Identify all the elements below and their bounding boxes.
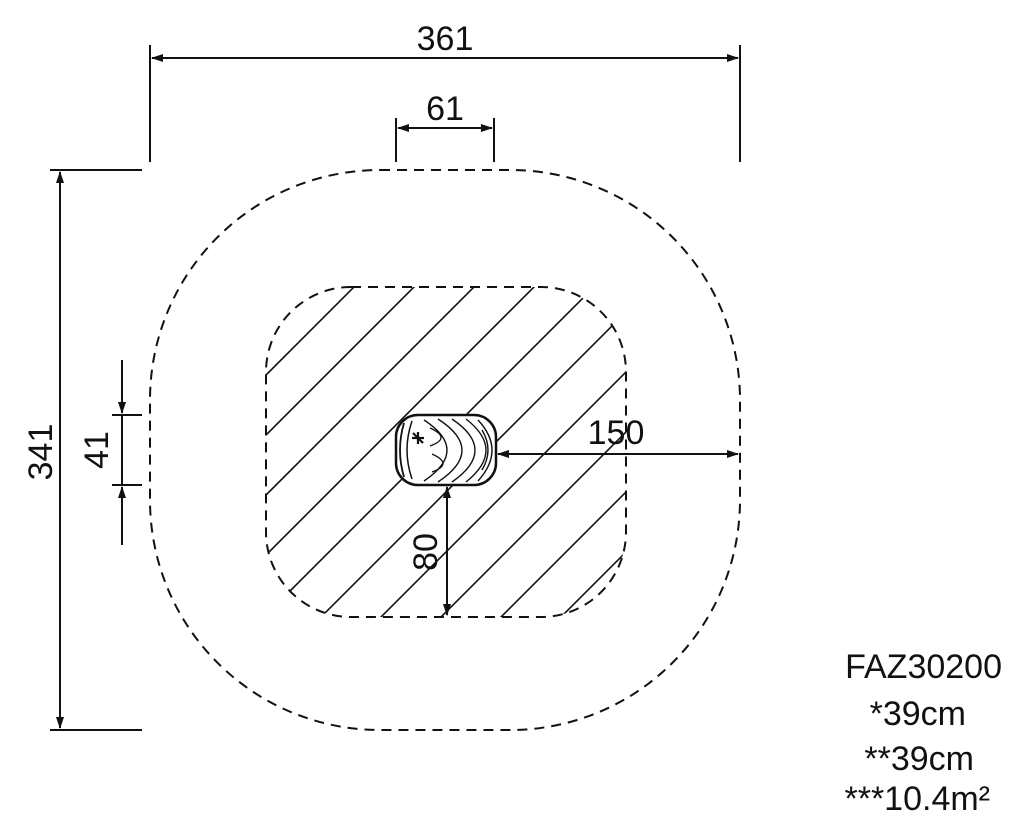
- spec-code: FAZ30200: [845, 648, 1002, 686]
- dimension-overall-width: 361: [149, 20, 741, 162]
- dimension-overall-width-label: 361: [417, 20, 474, 58]
- dimension-element-depth: 41: [78, 360, 142, 545]
- spec-area: ***10.4m²: [844, 780, 990, 818]
- dimension-overall-depth-label: 341: [22, 424, 60, 481]
- dimension-overall-depth: 341: [22, 169, 142, 731]
- dimension-element-width-label: 61: [426, 90, 464, 128]
- spec-free-height: **39cm: [864, 740, 974, 778]
- dimension-element-depth-label: 41: [78, 431, 116, 469]
- dimension-front-clearance: 80: [407, 486, 451, 616]
- play-element: [394, 413, 498, 487]
- star-icon: [412, 432, 424, 444]
- spec-fall-height: *39cm: [869, 695, 966, 733]
- dimension-element-width: 61: [395, 90, 495, 162]
- dimension-side-clearance-label: 150: [588, 414, 645, 452]
- dimension-front-clearance-label: 80: [407, 533, 445, 571]
- dimension-side-clearance: 150: [497, 414, 739, 458]
